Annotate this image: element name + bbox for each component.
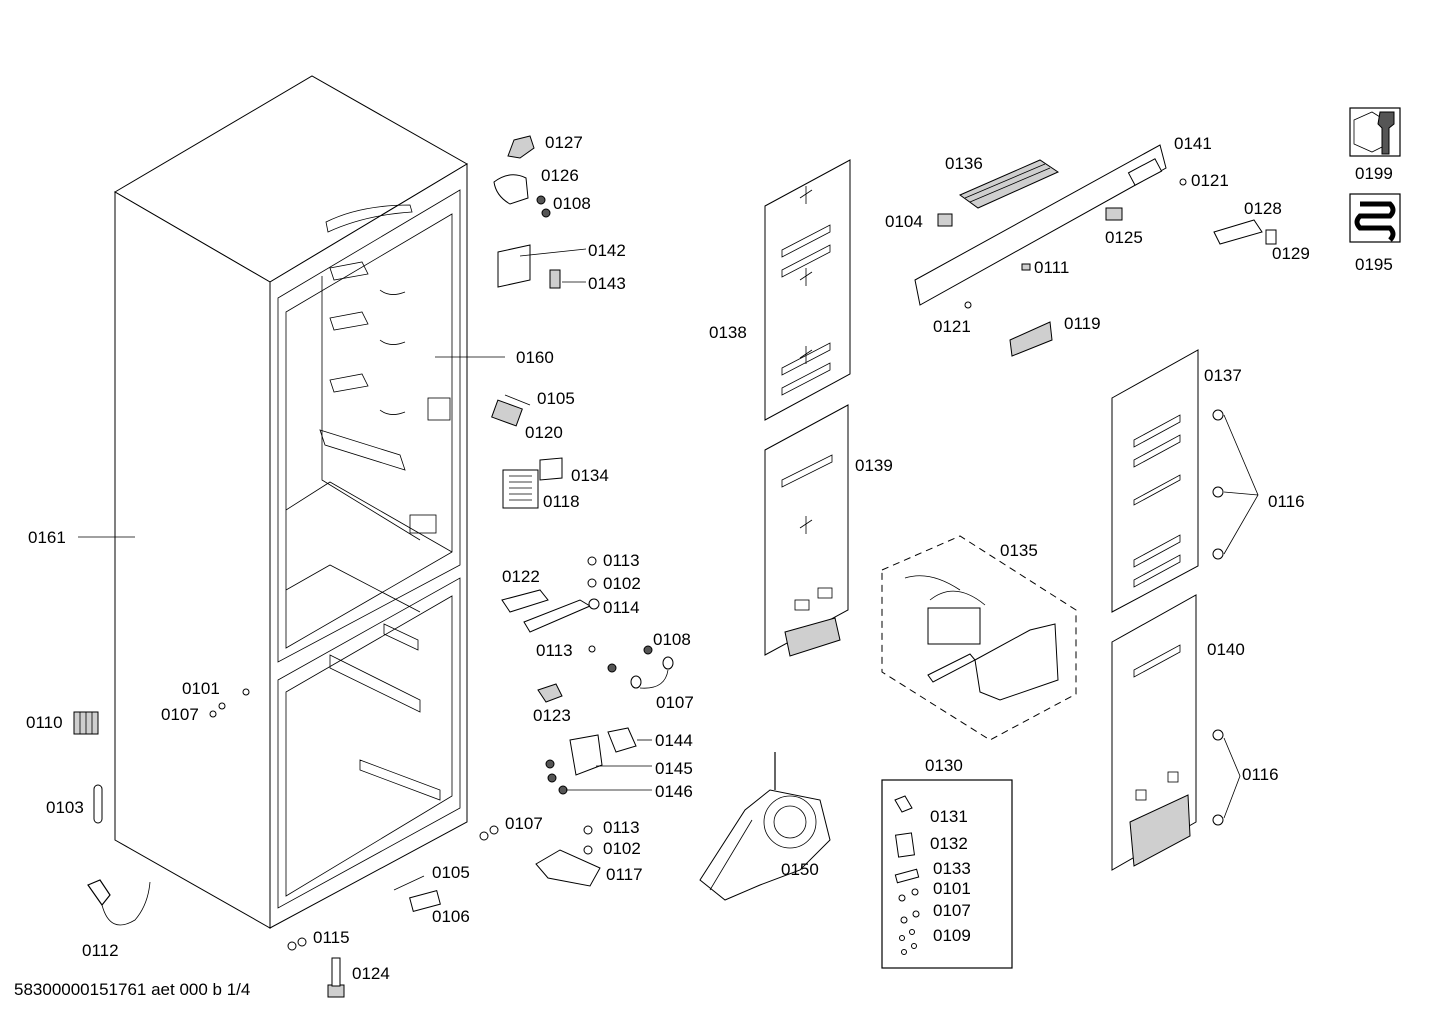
callout-0106: 0106 [432, 907, 470, 926]
callout-0102: 0102 [603, 839, 641, 858]
callout-0135: 0135 [1000, 541, 1038, 560]
callout-0142: 0142 [588, 241, 626, 260]
callout-0105: 0105 [537, 389, 575, 408]
fan-assembly [699, 752, 831, 901]
callout-0122: 0122 [502, 567, 540, 586]
callout-0107: 0107 [656, 693, 694, 712]
callout-0140: 0140 [1207, 640, 1245, 659]
callout-0101: 0101 [182, 679, 220, 698]
callout-0108: 0108 [653, 630, 691, 649]
callout-0129: 0129 [1272, 244, 1310, 263]
callout-0139: 0139 [855, 456, 893, 475]
kit-0130 [881, 779, 1013, 969]
coil-icon [1349, 193, 1401, 243]
callout-0124: 0124 [352, 964, 390, 983]
left-small-parts [73, 688, 499, 998]
callout-0113: 0113 [603, 818, 640, 837]
door-panels-center [764, 159, 851, 657]
document-id: 58300000151761 aet 000 b 1/4 [14, 980, 251, 999]
callout-0121: 0121 [933, 317, 971, 336]
callout-0136: 0136 [945, 154, 983, 173]
callout-0127: 0127 [545, 133, 583, 152]
callout-0115: 0115 [313, 928, 350, 947]
callout-0107: 0107 [505, 814, 543, 833]
callout-0116: 0116 [1268, 492, 1305, 511]
callout-0112: 0112 [82, 941, 119, 960]
kit-0135 [881, 535, 1077, 741]
callout-0199: 0199 [1355, 164, 1393, 183]
callout-0107: 0107 [933, 901, 971, 920]
callout-0143: 0143 [588, 274, 626, 293]
callout-0113: 0113 [536, 641, 573, 660]
callout-0145: 0145 [655, 759, 693, 778]
callout-0109: 0109 [933, 926, 971, 945]
control-panel [914, 144, 1277, 357]
callout-0133: 0133 [933, 859, 971, 878]
callout-0161: 0161 [28, 528, 66, 547]
callout-0119: 0119 [1064, 314, 1101, 333]
callout-0114: 0114 [603, 598, 640, 617]
callout-0134: 0134 [571, 466, 609, 485]
callout-0132: 0132 [930, 834, 968, 853]
callout-0104: 0104 [885, 212, 923, 231]
callout-0118: 0118 [543, 492, 580, 511]
callout-0117: 0117 [606, 865, 643, 884]
callout-0105: 0105 [432, 863, 470, 882]
wrench-nut-icon [1349, 107, 1401, 157]
callout-0125: 0125 [1105, 228, 1143, 247]
callout-0160: 0160 [516, 348, 554, 367]
callout-0126: 0126 [541, 166, 579, 185]
callout-0107: 0107 [161, 705, 199, 724]
callout-0150: 0150 [781, 860, 819, 879]
callout-0121: 0121 [1191, 171, 1229, 190]
callout-labels: 0127 0126 0108 0142 0143 0160 0105 0120 … [26, 133, 1393, 983]
callout-0130: 0130 [925, 756, 963, 775]
callout-0108: 0108 [553, 194, 591, 213]
callout-0102: 0102 [603, 574, 641, 593]
callout-0103: 0103 [46, 798, 84, 817]
callout-0101: 0101 [933, 879, 971, 898]
callout-0138: 0138 [709, 323, 747, 342]
callout-0113: 0113 [603, 551, 640, 570]
callout-0131: 0131 [930, 807, 968, 826]
callout-0141: 0141 [1174, 134, 1212, 153]
door-panels-right [1111, 349, 1259, 871]
callout-0120: 0120 [525, 423, 563, 442]
callout-0110: 0110 [26, 713, 63, 732]
callout-0195: 0195 [1355, 255, 1393, 274]
callout-0116: 0116 [1242, 765, 1279, 784]
fridge-cabinet [78, 75, 505, 929]
center-parts [393, 135, 674, 912]
callout-0146: 0146 [655, 782, 693, 801]
callout-0144: 0144 [655, 731, 693, 750]
callout-0123: 0123 [533, 706, 571, 725]
callout-0137: 0137 [1204, 366, 1242, 385]
callout-0128: 0128 [1244, 199, 1282, 218]
callout-0111: 0111 [1034, 258, 1069, 277]
